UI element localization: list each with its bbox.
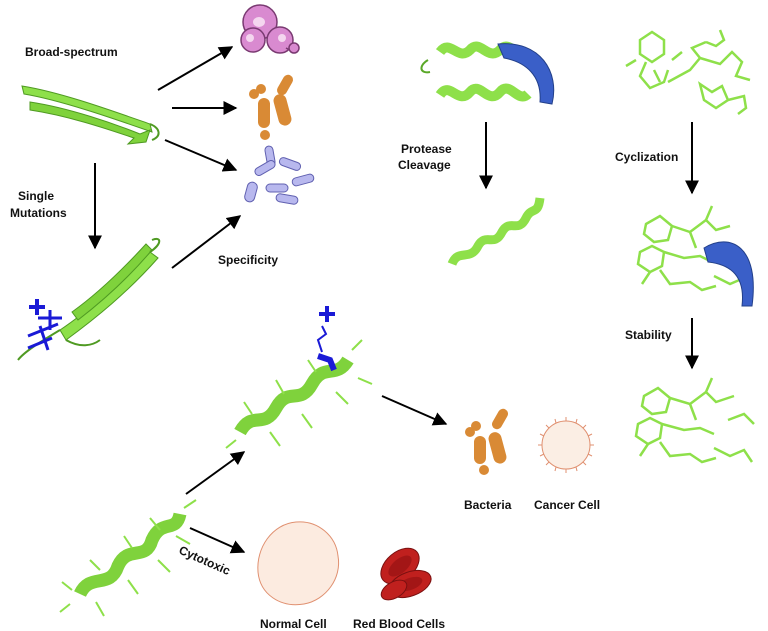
cytotoxic-helix-peptide xyxy=(59,499,197,617)
red-blood-cells-label: Red Blood Cells xyxy=(353,617,445,631)
mutated-hairpin-peptide xyxy=(17,238,161,361)
stability-label: Stability xyxy=(625,328,672,342)
single-mutations-label-line1: Single xyxy=(18,189,54,203)
normal-cell-icon xyxy=(257,521,340,606)
positive-charge-plus-icon-2 xyxy=(319,306,335,322)
beta-hairpin-peptide xyxy=(21,85,160,145)
cyclic-peptide-with-protease xyxy=(636,205,754,307)
bacteria-icon-top xyxy=(249,74,293,140)
bacteria-icon-bottom xyxy=(465,408,508,475)
mutation-residues-icon xyxy=(27,310,62,351)
designed-helix-peptide xyxy=(225,325,373,449)
arrow-cytotoxic xyxy=(189,527,246,554)
normal-cell-label: Normal Cell xyxy=(260,617,327,631)
fungi-cells-icon xyxy=(240,4,300,54)
cancer-cell-label: Cancer Cell xyxy=(534,498,600,512)
virus-particles-icon xyxy=(244,145,315,205)
positive-charge-plus-icon xyxy=(29,299,45,315)
protease-cleavage-label-line1: Protease xyxy=(401,142,452,156)
protease-cleavage-label-line2: Cleavage xyxy=(398,158,451,172)
cytotoxic-label: Cytotoxic xyxy=(177,543,233,578)
specificity-label: Specificity xyxy=(218,253,278,267)
red-blood-cells-icon xyxy=(380,547,432,601)
broad-spectrum-label: Broad-spectrum xyxy=(25,45,118,59)
cleaved-helix-fragment xyxy=(447,197,545,267)
stable-cyclic-peptide xyxy=(634,377,755,464)
single-mutations-label-line2: Mutations xyxy=(10,206,67,220)
helix-hairpin-with-protease xyxy=(420,41,555,105)
cancer-cell-icon xyxy=(538,417,594,473)
linear-peptide-structure xyxy=(625,29,751,115)
arrow-to-targets xyxy=(381,395,448,426)
cyclization-label: Cyclization xyxy=(615,150,678,164)
arrow-specificity xyxy=(171,215,242,269)
arrow-to-virus xyxy=(164,139,238,172)
arrow-to-fungi xyxy=(157,46,234,91)
bacteria-label: Bacteria xyxy=(464,498,512,512)
arrow-to-designed-helix xyxy=(185,451,246,495)
